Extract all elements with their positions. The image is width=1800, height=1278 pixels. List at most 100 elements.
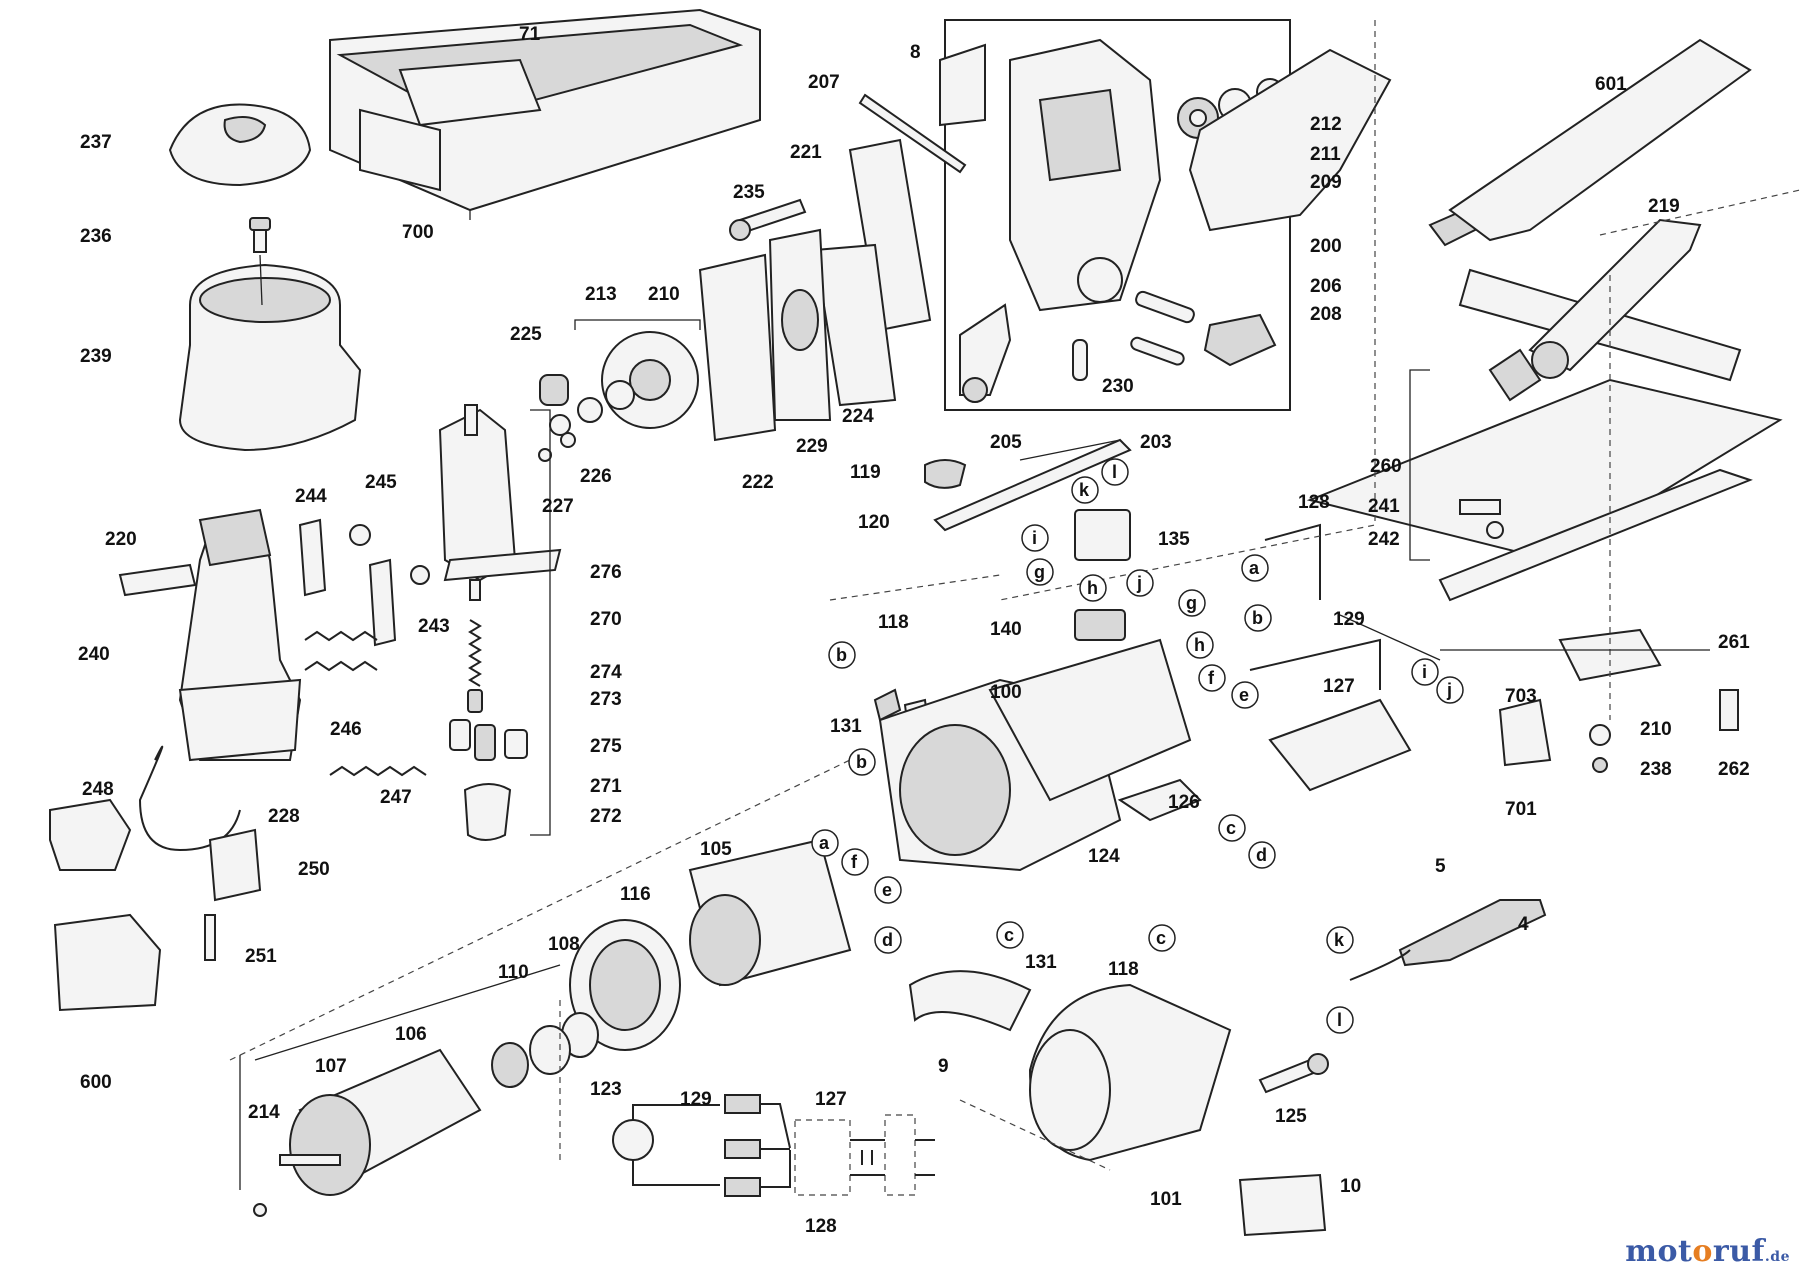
svg-text:b: b (836, 645, 847, 665)
label-275: 275 (590, 736, 622, 757)
label-71: 71 (519, 24, 541, 45)
label-100: 100 (990, 682, 1022, 703)
wiring-schematic (612, 1094, 935, 1197)
label-206: 206 (1310, 276, 1342, 297)
label-235: 235 (733, 182, 765, 203)
label-212: 212 (1310, 114, 1342, 135)
label-207: 207 (808, 72, 840, 93)
watermark-logo: motoruf.de (1625, 1234, 1790, 1269)
carrying-case (329, 8, 761, 220)
callouts: 71 700 237 236 239 8 207 212 211 209 200… (78, 24, 1750, 1237)
connector-e2: e (874, 876, 902, 904)
label-700: 700 (402, 222, 434, 243)
label-247: 247 (380, 787, 412, 808)
screw-236 (249, 217, 271, 253)
connector-a1: a (1241, 554, 1269, 582)
connector-e1: e (1231, 681, 1259, 709)
label-244: 244 (295, 486, 327, 507)
label-4: 4 (1518, 914, 1529, 935)
label-273: 273 (590, 689, 622, 710)
label-118: 118 (878, 612, 909, 633)
label-219: 219 (1648, 196, 1680, 217)
svg-text:l: l (1112, 462, 1117, 482)
label-225: 225 (510, 324, 542, 345)
label-131: 131 (830, 716, 862, 737)
label-128s: 128 (805, 1216, 837, 1237)
label-214: 214 (248, 1102, 280, 1123)
svg-text:b: b (856, 752, 867, 772)
label-128: 128 (1298, 492, 1330, 513)
label-101: 101 (1150, 1189, 1182, 1210)
label-135: 135 (1158, 529, 1190, 550)
screw-235 (729, 198, 807, 241)
label-600: 600 (80, 1072, 112, 1093)
label-226: 226 (580, 466, 612, 487)
label-208: 208 (1310, 304, 1342, 325)
cap-237 (168, 103, 312, 187)
svg-text:f: f (1208, 668, 1215, 688)
label-241: 241 (1368, 496, 1400, 517)
svg-text:k: k (1079, 480, 1090, 500)
connector-i2: i (1411, 658, 1439, 686)
connector-h1: h (1079, 574, 1107, 602)
label-229: 229 (796, 436, 828, 457)
label-125: 125 (1275, 1106, 1307, 1127)
label-131b: 131 (1025, 952, 1057, 973)
svg-text:c: c (1156, 928, 1166, 948)
label-276: 276 (590, 562, 622, 583)
svg-text:c: c (1226, 818, 1236, 838)
label-116: 116 (620, 884, 651, 905)
label-270: 270 (590, 609, 622, 630)
connector-g1: g (1026, 558, 1054, 586)
label-105: 105 (700, 839, 732, 860)
covers-lower (908, 899, 1547, 1237)
label-701: 701 (1505, 799, 1537, 820)
label-118b: 118 (1108, 959, 1139, 980)
label-262: 262 (1718, 759, 1750, 780)
svg-text:k: k (1334, 930, 1345, 950)
connector-g2: g (1178, 589, 1206, 617)
label-129: 129 (1333, 609, 1365, 630)
label-129s: 129 (680, 1089, 712, 1110)
label-220: 220 (105, 529, 137, 550)
connector-k2: k (1326, 926, 1354, 954)
label-210b: 210 (1640, 719, 1672, 740)
label-127: 127 (1323, 676, 1355, 697)
svg-text:b: b (1252, 608, 1263, 628)
svg-text:a: a (1249, 558, 1260, 578)
gearbox-plates (698, 138, 932, 442)
label-246: 246 (330, 719, 362, 740)
label-203: 203 (1140, 432, 1172, 453)
label-10: 10 (1340, 1176, 1361, 1197)
label-126: 126 (1168, 792, 1200, 813)
svg-text:l: l (1337, 1010, 1342, 1030)
housing-half-240 (118, 508, 430, 852)
connector-b2: b (828, 641, 856, 669)
label-110: 110 (498, 962, 529, 983)
svg-text:c: c (1004, 925, 1014, 945)
gear-210 (538, 319, 701, 462)
label-237: 237 (80, 132, 112, 153)
label-243: 243 (418, 616, 450, 637)
svg-text:d: d (1256, 845, 1267, 865)
svg-text:j: j (1446, 680, 1452, 700)
connector-j2: j (1436, 676, 1464, 704)
label-601: 601 (1595, 74, 1627, 95)
switch-wiring (873, 438, 1412, 792)
connector-l2: l (1326, 1006, 1354, 1034)
label-245: 245 (365, 472, 397, 493)
label-239: 239 (80, 346, 112, 367)
side-parts (49, 798, 262, 1012)
label-209: 209 (1310, 172, 1342, 193)
tube-and-lever (1448, 38, 1752, 379)
svg-text:e: e (1239, 685, 1249, 705)
connector-i1: i (1021, 524, 1049, 552)
svg-text:e: e (882, 880, 892, 900)
connector-d2: d (874, 926, 902, 954)
label-5: 5 (1435, 856, 1446, 877)
motor-internals (253, 838, 852, 1217)
label-260: 260 (1370, 456, 1402, 477)
label-123: 123 (590, 1079, 622, 1100)
label-251: 251 (245, 946, 277, 967)
label-205: 205 (990, 432, 1022, 453)
